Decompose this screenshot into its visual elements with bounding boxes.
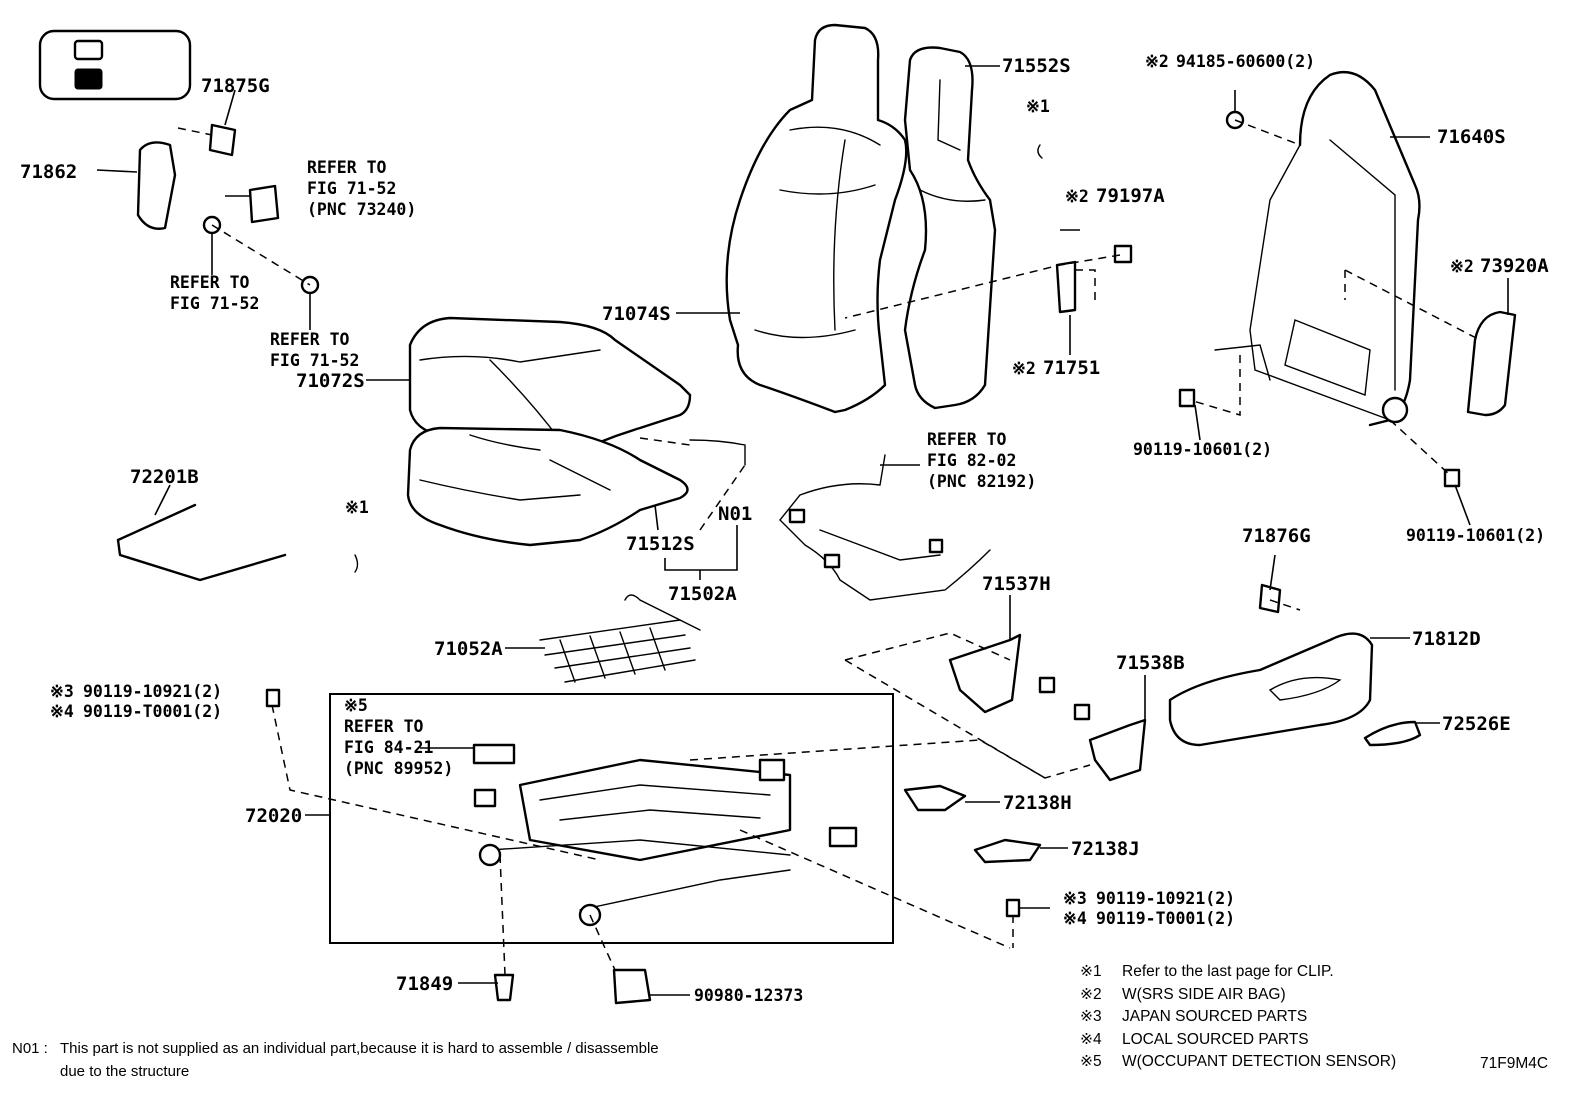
label-71876G: 71876G: [1242, 525, 1311, 547]
label-71512S: 71512S: [626, 533, 695, 555]
mark-2-79197A: ※2: [1065, 187, 1089, 206]
mark-4-right: ※4: [1063, 909, 1087, 928]
refer-sensor-line2: FIG 84-21: [344, 738, 433, 757]
vehicle-position-icon: [38, 29, 192, 101]
label-71875G: 71875G: [201, 75, 270, 97]
mark-5-box: ※5: [344, 696, 368, 715]
label-N01: N01: [718, 503, 752, 525]
label-72526E: 72526E: [1442, 713, 1511, 735]
label-90119-10921-left: 90119-10921(2): [83, 682, 222, 701]
legend: ※1 Refer to the last page for CLIP. ※2 W…: [1080, 963, 1396, 1070]
label-71538B: 71538B: [1116, 652, 1185, 674]
shield-cover-72526E-illustration: [1363, 720, 1422, 747]
mark-1-clip-top: ※1: [1026, 97, 1050, 116]
footnote-code: N01 :: [12, 1040, 48, 1057]
seatback-cover-illustration: [725, 23, 908, 414]
refer-harness-line2: FIG 82-02: [927, 451, 1016, 470]
label-71640S: 71640S: [1437, 126, 1506, 148]
label-79197A: 79197A: [1096, 185, 1165, 207]
refer-mid-line1: REFER TO: [270, 330, 350, 349]
label-71072S: 71072S: [296, 370, 365, 392]
legend-mark-4: ※4: [1080, 1031, 1102, 1048]
bracket-72138H-illustration: [903, 784, 967, 812]
bracket-71537H-illustration: [948, 633, 1022, 714]
mark-3-left: ※3: [50, 682, 74, 701]
label-71537H: 71537H: [982, 573, 1051, 595]
seat-adjuster-illustration: [472, 743, 858, 927]
refer-sensor-line1: REFER TO: [344, 717, 424, 736]
label-71552S: 71552S: [1002, 55, 1071, 77]
refer-left-line1: REFER TO: [170, 273, 250, 292]
label-71812D: 71812D: [1412, 628, 1481, 650]
label-90980-12373: 90980-12373: [694, 986, 803, 1005]
refer-seatbelt-line1: REFER TO: [307, 158, 387, 177]
bracket-72138J-illustration: [973, 838, 1042, 864]
label-90119-10601-left: 90119-10601(2): [1133, 440, 1272, 459]
legend-item-3: JAPAN SOURCED PARTS: [1122, 1008, 1307, 1025]
legend-item-5: W(OCCUPANT DETECTION SENSOR): [1122, 1053, 1396, 1070]
label-71751: 71751: [1043, 357, 1100, 379]
legend-mark-1: ※1: [1080, 963, 1102, 980]
label-90119-10601-right: 90119-10601(2): [1406, 526, 1545, 545]
label-90119-T0001-left: 90119-T0001(2): [83, 702, 222, 721]
seat-cushion-shield-illustration: [1168, 632, 1374, 747]
fastener-icons: [136, 110, 1461, 1005]
mark-3-right: ※3: [1063, 889, 1087, 908]
refer-left-line2: FIG 71-52: [170, 294, 259, 313]
footnote-line1: This part is not supplied as an individu…: [60, 1040, 659, 1057]
legend-mark-3: ※3: [1080, 1008, 1102, 1025]
footnote-line2: due to the structure: [60, 1063, 189, 1080]
bracket-71538B-illustration: [1088, 718, 1147, 782]
refer-seatbelt-line2: FIG 71-52: [307, 179, 396, 198]
bracket-71751-illustration: [1055, 260, 1077, 314]
mark-2-71751: ※2: [1012, 359, 1036, 378]
label-71862: 71862: [20, 161, 77, 183]
mark-1-clip-left: ※1: [345, 498, 369, 517]
refer-sensor-line3: (PNC 89952): [344, 759, 453, 778]
label-71502A: 71502A: [668, 583, 737, 605]
side-airbag-illustration: [1466, 310, 1517, 417]
label-72020: 72020: [245, 805, 302, 827]
label-72201B: 72201B: [130, 466, 199, 488]
label-72138H: 72138H: [1003, 792, 1072, 814]
seat-cushion-pad-illustration: [406, 426, 689, 547]
legend-item-1: Refer to the last page for CLIP.: [1122, 963, 1334, 980]
label-90119-10921-right: 90119-10921(2): [1096, 889, 1235, 908]
label-71052A: 71052A: [434, 638, 503, 660]
wire-72201B-illustration: [116, 503, 287, 582]
headrest-cover-illustration: [903, 46, 997, 410]
label-90119-T0001-right: 90119-T0001(2): [1096, 909, 1235, 928]
figure-id: 71F9M4C: [1480, 1055, 1548, 1072]
mark-4-left: ※4: [50, 702, 74, 721]
seatback-frame-illustration: [1214, 70, 1421, 427]
occupant-sensor-box: [329, 693, 894, 944]
legend-item-4: LOCAL SOURCED PARTS: [1122, 1031, 1309, 1048]
mark-2-73920A: ※2: [1450, 257, 1474, 276]
refer-mid-line2: FIG 71-52: [270, 351, 359, 370]
legend-item-2: W(SRS SIDE AIR BAG): [1122, 986, 1286, 1003]
refer-seatbelt-line3: (PNC 73240): [307, 200, 416, 219]
legend-mark-5: ※5: [1080, 1053, 1102, 1070]
label-72138J: 72138J: [1071, 838, 1140, 860]
label-71849: 71849: [396, 973, 453, 995]
seat-spring-illustration: [539, 594, 701, 683]
label-94185-60600: 94185-60600(2): [1176, 52, 1315, 71]
label-73920A: 73920A: [1480, 255, 1549, 277]
mark-2-94185: ※2: [1145, 52, 1169, 71]
legend-mark-2: ※2: [1080, 986, 1102, 1003]
footnote: N01 : This part is not supplied as an in…: [12, 1040, 659, 1080]
leader-lines: [96, 65, 1509, 996]
label-71074S: 71074S: [602, 303, 671, 325]
seat-wire-harness-illustration: [689, 439, 991, 601]
refer-harness-line1: REFER TO: [927, 430, 1007, 449]
refer-harness-line3: (PNC 82192): [927, 472, 1036, 491]
